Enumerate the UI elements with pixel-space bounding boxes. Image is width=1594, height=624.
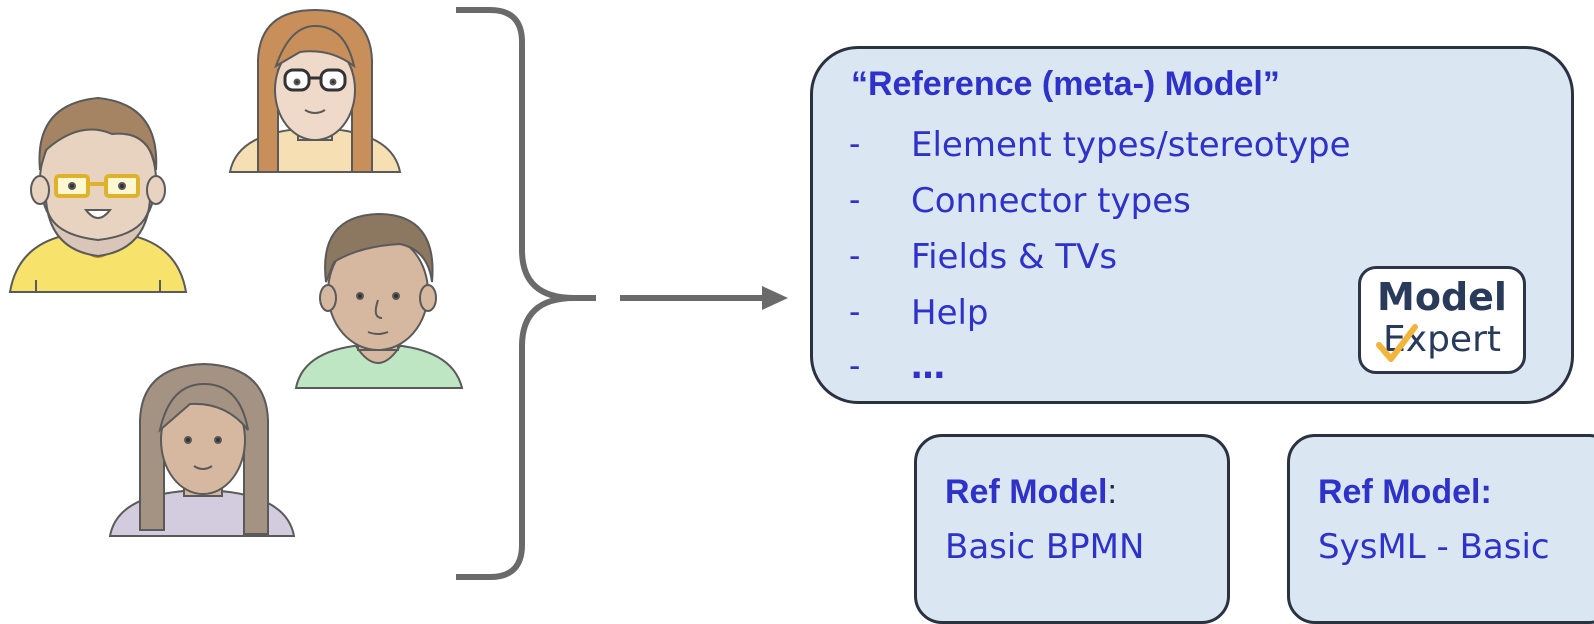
illustration-layer [8, 7, 788, 580]
ref-model-label: Ref Model [945, 473, 1108, 511]
ref-model-box-bpmn: Ref Model: Basic BPMN [914, 434, 1230, 624]
bullet-dash: - [849, 347, 861, 385]
checkmark-icon [1376, 324, 1418, 362]
ref-model-name: SysML - Basic [1318, 527, 1550, 567]
bullet-text: Element types/stereotype [911, 125, 1351, 165]
bullet-text: Connector types [911, 181, 1191, 221]
reference-model-box: “Reference (meta-) Model” - Element type… [810, 46, 1574, 404]
bullet-text: … [911, 347, 945, 387]
ref-model-label: Ref Model: [1318, 473, 1492, 511]
logo-line1: Model [1377, 275, 1507, 319]
bullet-text: Help [911, 293, 989, 333]
ref-model-name: Basic BPMN [945, 527, 1145, 567]
person-man-glasses-yellow-shirt-icon [8, 96, 188, 293]
person-man-green-shirt-icon [294, 212, 464, 389]
bullet-dash: - [849, 237, 861, 275]
ref-model-heading: Ref Model: [945, 473, 1117, 512]
person-woman-glasses-long-hair-icon [228, 8, 402, 173]
bullet-dash: - [849, 181, 861, 219]
bullet-dash: - [849, 293, 861, 331]
ref-model-heading: Ref Model: [1318, 473, 1492, 512]
person-woman-long-hair-purple-shirt-icon [108, 362, 296, 537]
grouping-brace [456, 7, 596, 580]
ref-model-suffix: : [1107, 473, 1117, 511]
bullet-dash: - [849, 125, 861, 163]
ref-model-box-sysml: Ref Model: SysML - Basic [1287, 434, 1594, 624]
bullet-text: Fields & TVs [911, 237, 1118, 277]
flow-arrow [620, 286, 788, 310]
model-expert-logo: Model Expert [1358, 266, 1526, 374]
diagram-canvas: “Reference (meta-) Model” - Element type… [8, 7, 1594, 624]
reference-model-title: “Reference (meta-) Model” [851, 65, 1280, 103]
